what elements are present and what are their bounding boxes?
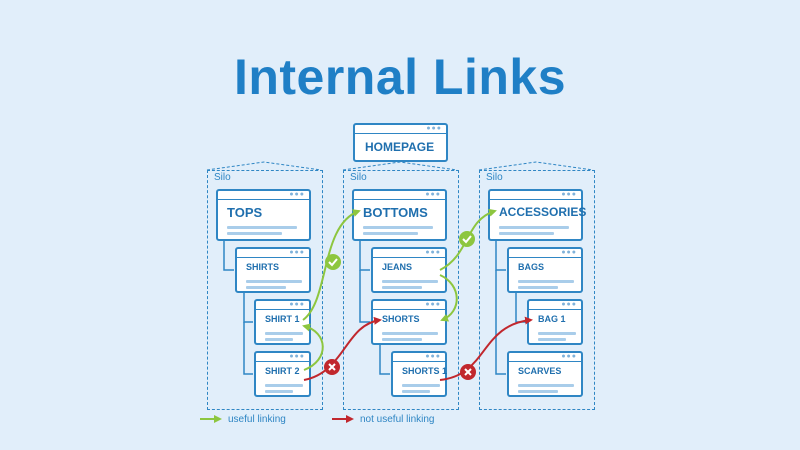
window-dots-icon: ●●● <box>425 301 441 308</box>
page-label: SCARVES <box>518 366 562 376</box>
page-label: SHORTS 1 <box>402 366 448 376</box>
page-node-shorts-1: ●●● SHORTS 1 <box>391 351 447 397</box>
page-node-shirt-2: ●●● SHIRT 2 <box>254 351 311 397</box>
legend-useful: useful linking <box>200 414 286 425</box>
window-dots-icon: ●●● <box>289 249 305 256</box>
page-node-accessories: ●●● ACCESSORIES <box>488 189 587 241</box>
page-node-bag-1: ●●● BAG 1 <box>527 299 583 345</box>
window-dots-icon: ●●● <box>561 249 577 256</box>
page-label: ACCESSORIES <box>499 205 587 219</box>
page-label: JEANS <box>382 262 413 272</box>
window-dots-icon: ●●● <box>426 125 442 132</box>
legend-not-useful: not useful linking <box>332 414 435 425</box>
window-dots-icon: ●●● <box>561 191 577 198</box>
page-label: SHIRT 1 <box>265 314 300 324</box>
window-dots-icon: ●●● <box>289 301 305 308</box>
page-node-shirts: ●●● SHIRTS <box>235 247 311 293</box>
page-label: TOPS <box>227 205 263 220</box>
silo-accessories <box>479 170 595 410</box>
homepage-node: ●●● HOMEPAGE <box>353 123 448 162</box>
page-node-bottoms: ●●● BOTTOMS <box>352 189 447 241</box>
legend-not-useful-label: not useful linking <box>360 414 435 425</box>
page-node-tops: ●●● TOPS <box>216 189 311 241</box>
page-node-scarves: ●●● SCARVES <box>507 351 583 397</box>
page-label: HOMEPAGE <box>365 140 435 154</box>
page-node-shirt-1: ●●● SHIRT 1 <box>254 299 311 345</box>
window-dots-icon: ●●● <box>561 353 577 360</box>
page-label: BAG 1 <box>538 314 566 324</box>
page-node-jeans: ●●● JEANS <box>371 247 447 293</box>
red-arrow-icon <box>332 415 354 424</box>
page-node-shorts: ●●● SHORTS <box>371 299 447 345</box>
page-label: BOTTOMS <box>363 205 428 220</box>
page-label: SHORTS <box>382 314 420 324</box>
page-label: BAGS <box>518 262 545 272</box>
legend-useful-label: useful linking <box>228 414 286 425</box>
window-dots-icon: ●●● <box>425 353 441 360</box>
window-dots-icon: ●●● <box>425 191 441 198</box>
page-label: SHIRT 2 <box>265 366 300 376</box>
silo-label: Silo <box>486 172 503 183</box>
page-node-bags: ●●● BAGS <box>507 247 583 293</box>
silo-label: Silo <box>214 172 231 183</box>
window-dots-icon: ●●● <box>425 249 441 256</box>
window-dots-icon: ●●● <box>289 191 305 198</box>
page-title: Internal Links <box>233 49 567 105</box>
window-dots-icon: ●●● <box>289 353 305 360</box>
page-label: SHIRTS <box>246 262 280 272</box>
window-dots-icon: ●●● <box>561 301 577 308</box>
green-arrow-icon <box>200 415 222 424</box>
silo-label: Silo <box>350 172 367 183</box>
